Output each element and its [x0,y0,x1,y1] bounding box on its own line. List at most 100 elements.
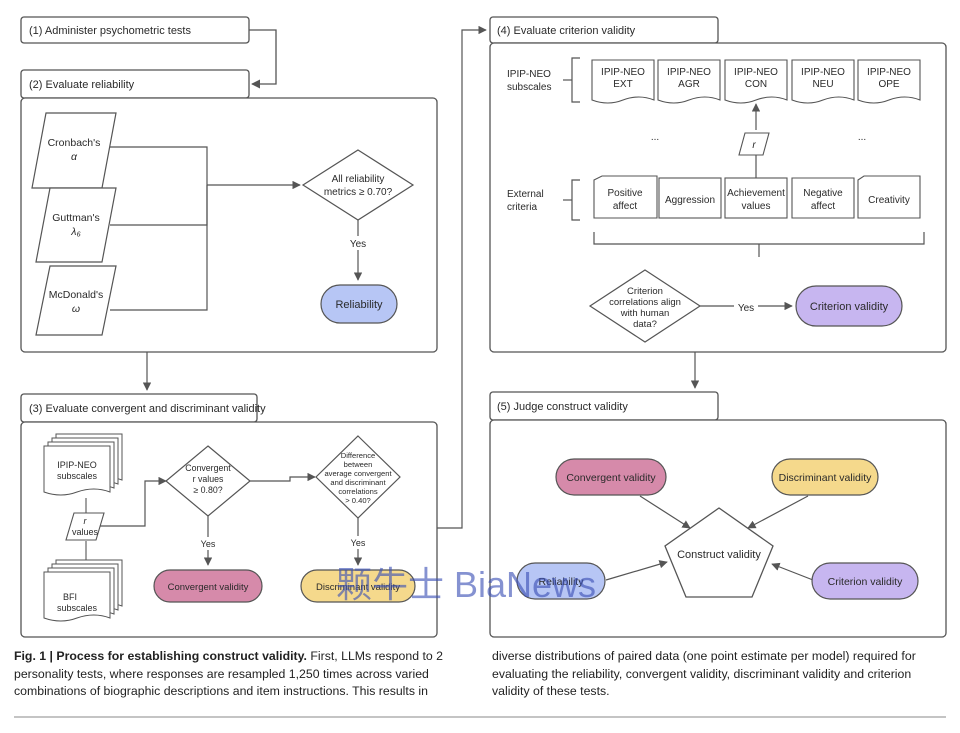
convergent-yes: Yes [201,539,216,549]
svg-text:AGR: AGR [678,79,700,90]
svg-text:metrics ≥ 0.70?: metrics ≥ 0.70? [324,187,393,198]
svg-text:All reliability: All reliability [332,174,385,185]
caption-fig-label: Fig. 1 | Process for establishing constr… [14,649,307,663]
svg-text:Cronbach's: Cronbach's [48,137,101,149]
svg-text:r: r [84,516,88,526]
svg-text:Creativity: Creativity [868,195,910,206]
panel-2-title: (2) Evaluate reliability [29,79,135,91]
svg-text:Positive: Positive [607,188,642,199]
svg-text:CON: CON [745,79,767,90]
r-values-node: r values [65,512,105,541]
svg-text:IPIP-NEO: IPIP-NEO [801,67,845,78]
svg-text:≥ 0.80?: ≥ 0.80? [193,485,222,495]
cronbach-node: Cronbach's α [31,112,117,189]
svg-text:IPIP-NEO: IPIP-NEO [57,460,97,470]
caption-right: diverse distributions of paired data (on… [492,649,916,698]
svg-text:affect: affect [811,201,835,212]
construct-convergent: Convergent validity [555,458,667,496]
panel-4: (4) Evaluate criterion validity IPIP-NEO… [489,16,947,353]
svg-text:and discriminant: and discriminant [330,478,386,487]
svg-text:External: External [507,189,544,200]
discriminant-result: Discriminant validity [300,569,416,603]
svg-text:subscales: subscales [57,471,98,481]
svg-text:IPIP-NEO: IPIP-NEO [601,67,645,78]
svg-text:Achievement: Achievement [727,188,785,199]
svg-text:subscales: subscales [57,603,98,613]
svg-text:Negative: Negative [803,188,843,199]
svg-text:IPIP-NEO: IPIP-NEO [734,67,778,78]
mcdonald-node: McDonald's ω [35,265,117,336]
panel-1: (1) Administer psychometric tests [20,16,250,44]
svg-text:average convergent: average convergent [324,469,392,478]
svg-text:Difference: Difference [341,451,375,460]
reliability-result: Reliability [320,284,398,324]
panel-5: (5) Judge construct validity Construct v… [489,391,947,638]
criterion-decision: Criterion correlations align with human … [588,269,702,343]
ipip-doc-stack: IPIP-NEO subscales [43,433,123,496]
ipip-subscale-docs: IPIP-NEO EXT IPIP-NEO AGR IPIP-NEO CON I… [591,59,921,104]
svg-text:Convergent validity: Convergent validity [566,472,656,484]
external-criteria-row: Positive affect Aggression Achievement v… [593,175,921,219]
guttman-node: Guttman's λ₆ [35,187,117,263]
svg-text:correlations: correlations [338,487,377,496]
svg-text:Convergent: Convergent [185,463,231,473]
svg-text:affect: affect [613,201,637,212]
svg-text:subscales: subscales [507,82,551,93]
svg-text:EXT: EXT [613,79,632,90]
svg-text:Criterion validity: Criterion validity [810,301,889,313]
panel-3-title: (3) Evaluate convergent and discriminant… [29,403,266,415]
svg-text:IPIP-NEO: IPIP-NEO [867,67,911,78]
svg-text:Discriminant validity: Discriminant validity [779,472,873,484]
svg-text:correlations align: correlations align [609,297,681,308]
discriminant-yes: Yes [351,538,366,548]
svg-text:values: values [742,201,771,212]
criterion-r-node: r [738,132,770,156]
panel-5-title: (5) Judge construct validity [497,401,628,413]
svg-text:between: between [344,460,373,469]
watermark-text: 颗牛士 BiaNews [336,564,596,605]
svg-text:r: r [752,140,756,151]
svg-text:values: values [72,527,99,537]
panel-2: (2) Evaluate reliability Cronbach's α Gu… [20,69,438,353]
svg-text:ω: ω [72,303,80,315]
svg-text:Criterion: Criterion [627,286,663,297]
svg-text:with human: with human [620,308,670,319]
construct-reliability: Reliability [516,562,606,600]
panel-1-title: (1) Administer psychometric tests [29,25,191,37]
convergent-result: Convergent validity [153,569,263,603]
ellipsis-right: ... [858,132,866,143]
svg-text:OPE: OPE [878,79,899,90]
caption-left: Fig. 1 | Process for establishing constr… [14,648,466,701]
svg-text:Reliability: Reliability [539,576,585,588]
svg-text:Convergent validity: Convergent validity [168,582,249,593]
discriminant-decision: Difference between average convergent an… [315,435,401,519]
construct-criterion: Criterion validity [811,562,919,600]
caption-left-text: First, LLMs respond to 2 personality tes… [14,649,443,698]
construct-pentagon: Construct validity [664,507,774,598]
svg-text:IPIP-NEO: IPIP-NEO [507,69,551,80]
criterion-result: Criterion validity [795,285,903,327]
panel-4-title: (4) Evaluate criterion validity [497,25,636,37]
svg-text:BFI: BFI [63,592,77,602]
bfi-doc-stack: BFI subscales [43,559,123,622]
svg-text:data?: data? [633,319,657,330]
ellipsis-left: ... [651,132,659,143]
svg-text:IPIP-NEO: IPIP-NEO [667,67,711,78]
criterion-yes: Yes [738,303,754,314]
svg-text:Construct validity: Construct validity [677,549,761,561]
svg-text:criteria: criteria [507,202,537,213]
svg-text:r values: r values [193,474,224,484]
panel-3: (3) Evaluate convergent and discriminant… [20,393,438,638]
svg-text:Discriminant validity: Discriminant validity [316,582,400,593]
svg-text:α: α [71,151,78,163]
reliability-yes: Yes [350,239,366,250]
svg-text:Reliability: Reliability [335,299,383,311]
svg-text:Aggression: Aggression [665,195,715,206]
svg-text:Criterion validity: Criterion validity [828,576,903,588]
svg-text:McDonald's: McDonald's [49,289,104,301]
construct-discriminant: Discriminant validity [771,458,879,496]
svg-text:λ₆: λ₆ [70,226,81,238]
svg-text:NEU: NEU [812,79,833,90]
svg-text:Guttman's: Guttman's [52,212,100,224]
